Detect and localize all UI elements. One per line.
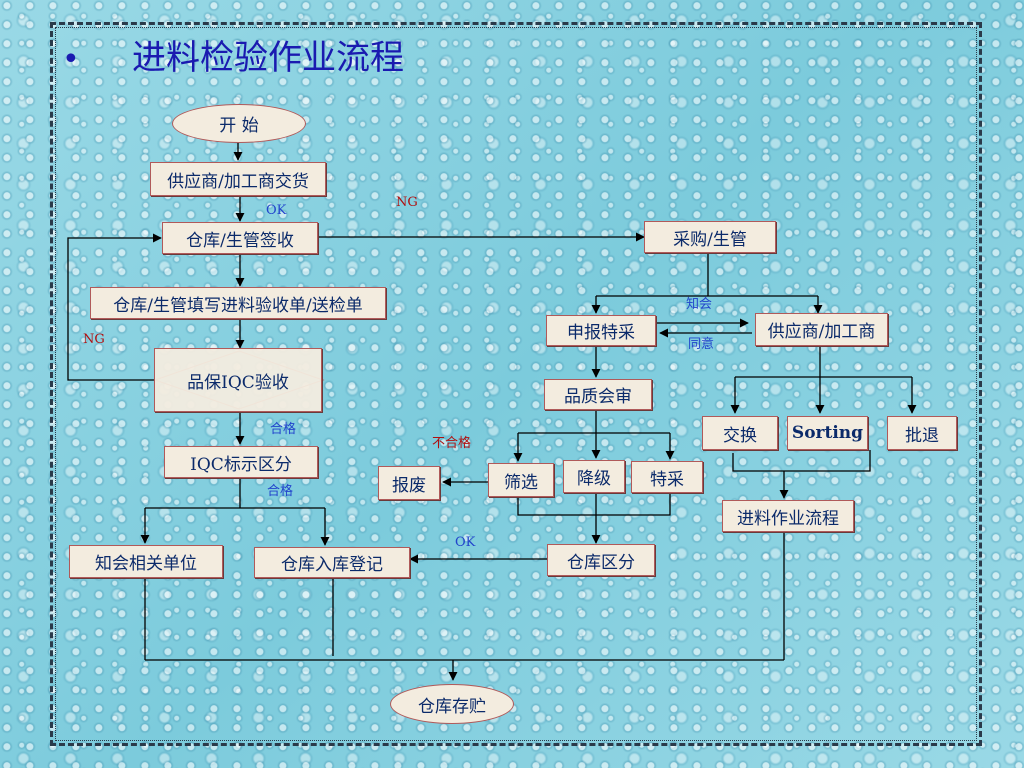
arrow-iqc-ng-loop	[67, 233, 162, 381]
title-text: 进料检验作业流程	[132, 38, 404, 78]
node-purchasing: 采购/生管	[644, 221, 776, 253]
slide-border	[50, 22, 982, 746]
slide-title: • 进料检验作业流程	[62, 36, 404, 80]
node-iqc-inspect: 品保IQC验收	[154, 348, 322, 412]
label-fail: 不合格	[432, 436, 472, 451]
label-pass-2: 合格	[267, 484, 294, 499]
slide-inner-border	[55, 27, 977, 741]
node-iqc-mark: IQC标示区分	[164, 446, 318, 478]
node-supplier-delivery: 供应商/加工商交货	[150, 162, 326, 196]
node-special-accept: 特采	[631, 461, 703, 493]
node-warehouse-register: 仓库入库登记	[254, 547, 410, 578]
label-ok-2: OK	[455, 535, 476, 550]
label-agree: 同意	[688, 337, 715, 352]
node-downgrade: 降级	[563, 460, 625, 493]
node-scrap: 报废	[378, 466, 440, 500]
node-warehouse-storage: 仓库存贮	[390, 684, 514, 724]
node-incoming-flow: 进料作业流程	[722, 500, 854, 532]
label-ok-1: OK	[266, 203, 287, 218]
bullet-icon: •	[62, 42, 80, 77]
node-supplier-processor: 供应商/加工商	[755, 313, 888, 346]
label-ng-1: NG	[396, 195, 418, 210]
node-apply-special: 申报特采	[546, 315, 656, 346]
node-sorting: Sorting	[787, 416, 868, 450]
node-fill-form: 仓库/生管填写进料验收单/送检单	[90, 287, 386, 319]
label-notify: 知会	[686, 297, 713, 312]
node-warehouse-sort: 仓库区分	[547, 544, 655, 576]
label-ng-2: NG	[83, 332, 105, 347]
node-quality-review: 品质会审	[544, 379, 652, 410]
node-screening: 筛选	[488, 463, 554, 497]
label-pass-1: 合格	[270, 422, 297, 437]
node-warehouse-receive: 仓库/生管签收	[162, 222, 318, 254]
node-notify-units: 知会相关单位	[69, 545, 223, 578]
node-start: 开 始	[172, 104, 306, 143]
node-exchange: 交换	[702, 416, 778, 450]
node-reject: 批退	[887, 416, 957, 450]
